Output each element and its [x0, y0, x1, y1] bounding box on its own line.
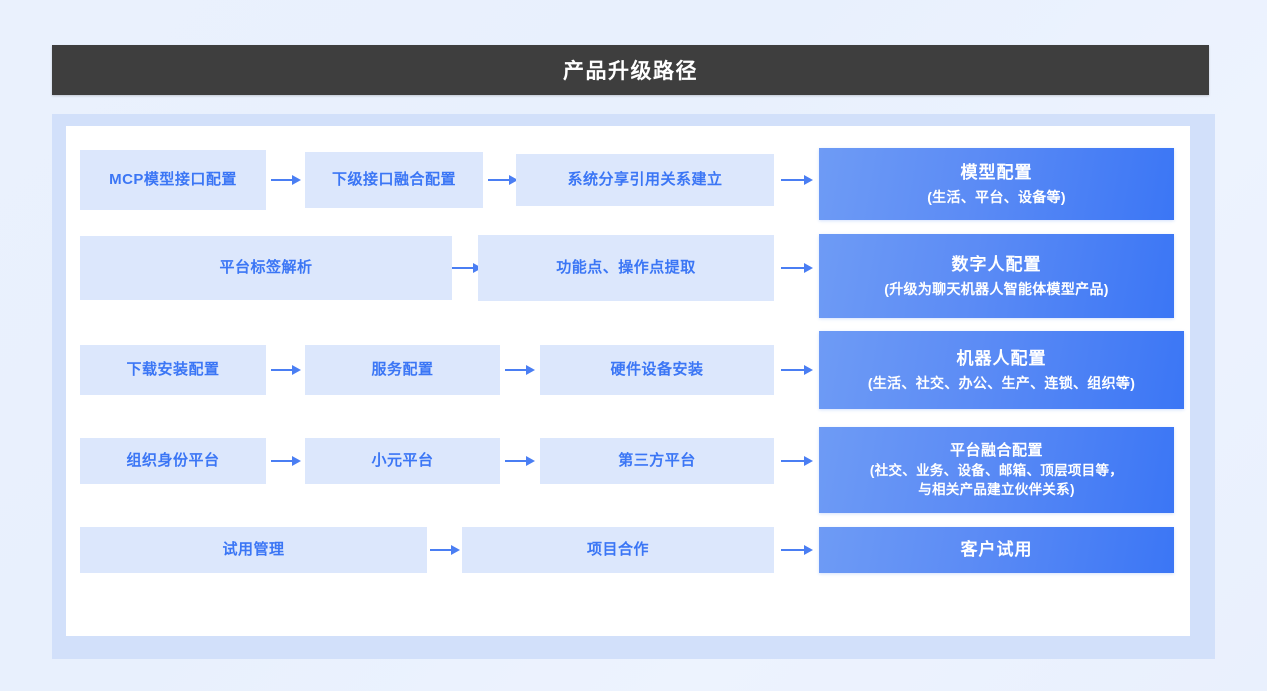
arrow-r3-2: [505, 364, 535, 376]
page-title: 产品升级路径: [563, 60, 698, 83]
step-box-xiaoyuan-platform[interactable]: 小元平台: [305, 438, 500, 484]
arrow-head-icon: [804, 263, 813, 273]
step-box-hardware-device-install[interactable]: 硬件设备安装: [540, 345, 774, 395]
arrow-shaft: [781, 179, 805, 181]
arrow-r1-3: [781, 174, 813, 186]
step-box-platform-tag-parsing[interactable]: 平台标签解析: [80, 236, 452, 300]
step-label: 组织身份平台: [126, 452, 220, 470]
arrow-head-icon: [292, 365, 301, 375]
arrow-head-icon: [451, 545, 460, 555]
arrow-shaft: [271, 179, 293, 181]
result-title: 平台融合配置: [949, 442, 1043, 460]
arrow-shaft: [271, 369, 293, 371]
step-box-project-cooperation[interactable]: 项目合作: [462, 527, 774, 573]
arrow-shaft: [505, 460, 527, 462]
arrow-head-icon: [292, 456, 301, 466]
arrow-head-icon: [804, 456, 813, 466]
step-label: 平台标签解析: [219, 259, 313, 277]
slide-title-bar: 产品升级路径: [52, 45, 1209, 95]
arrow-shaft: [505, 369, 527, 371]
arrow-head-icon: [804, 365, 813, 375]
step-box-third-party-platform[interactable]: 第三方平台: [540, 438, 774, 484]
result-subtitle: (升级为聊天机器人智能体模型产品): [884, 280, 1109, 297]
step-label: MCP模型接口配置: [109, 171, 237, 189]
arrow-r4-3: [781, 455, 813, 467]
arrow-r5-2: [781, 544, 813, 556]
arrow-r1-1: [271, 174, 301, 186]
step-box-trial-management[interactable]: 试用管理: [80, 527, 427, 573]
step-box-mcp-model-interface-config[interactable]: MCP模型接口配置: [80, 150, 266, 210]
arrow-r4-1: [271, 455, 301, 467]
arrow-head-icon: [509, 175, 518, 185]
step-label: 功能点、操作点提取: [556, 259, 696, 277]
result-box-digital-human-config[interactable]: 数字人配置 (升级为聊天机器人智能体模型产品): [819, 234, 1174, 318]
arrow-shaft: [781, 369, 805, 371]
result-box-model-config[interactable]: 模型配置 (生活、平台、设备等): [819, 148, 1174, 220]
result-title: 机器人配置: [956, 348, 1047, 368]
step-label: 服务配置: [371, 361, 434, 379]
arrow-r5-1: [430, 544, 460, 556]
arrow-head-icon: [804, 175, 813, 185]
result-box-platform-fusion-config[interactable]: 平台融合配置 (社交、业务、设备、邮箱、顶层项目等， 与相关产品建立伙伴关系): [819, 427, 1174, 513]
step-label: 项目合作: [586, 541, 649, 559]
result-subtitle-line2: 与相关产品建立伙伴关系): [918, 481, 1075, 497]
arrow-shaft: [452, 267, 474, 269]
arrow-r3-1: [271, 364, 301, 376]
step-box-org-identity-platform[interactable]: 组织身份平台: [80, 438, 266, 484]
step-label: 试用管理: [222, 541, 285, 559]
arrow-r2-1: [452, 262, 482, 274]
arrow-shaft: [430, 549, 452, 551]
step-box-service-config[interactable]: 服务配置: [305, 345, 500, 395]
step-label: 系统分享引用关系建立: [567, 171, 723, 189]
arrow-head-icon: [526, 365, 535, 375]
step-label: 第三方平台: [618, 452, 696, 470]
step-label: 硬件设备安装: [610, 361, 704, 379]
arrow-shaft: [781, 460, 805, 462]
step-label: 下载安装配置: [126, 361, 220, 379]
result-subtitle: (生活、平台、设备等): [927, 188, 1066, 205]
step-label: 小元平台: [371, 452, 434, 470]
step-box-sub-interface-fusion-config[interactable]: 下级接口融合配置: [305, 152, 483, 208]
step-box-system-share-reference-setup[interactable]: 系统分享引用关系建立: [516, 154, 774, 206]
arrow-shaft: [271, 460, 293, 462]
result-box-customer-trial[interactable]: 客户试用: [819, 527, 1174, 573]
result-subtitle: (生活、社交、办公、生产、连锁、组织等): [867, 374, 1136, 391]
result-box-robot-config[interactable]: 机器人配置 (生活、社交、办公、生产、连锁、组织等): [819, 331, 1184, 409]
arrow-r1-2: [488, 174, 518, 186]
arrow-shaft: [488, 179, 510, 181]
step-box-download-install-config[interactable]: 下载安装配置: [80, 345, 266, 395]
result-subtitle: (社交、业务、设备、邮箱、顶层项目等，: [869, 463, 1124, 479]
result-title: 客户试用: [960, 539, 1033, 559]
step-box-function-operation-point-extract[interactable]: 功能点、操作点提取: [478, 235, 774, 301]
arrow-r4-2: [505, 455, 535, 467]
step-label: 下级接口融合配置: [331, 171, 456, 189]
arrow-shaft: [781, 549, 805, 551]
result-title: 模型配置: [960, 162, 1033, 182]
arrow-head-icon: [473, 263, 482, 273]
arrow-r3-3: [781, 364, 813, 376]
arrow-head-icon: [804, 545, 813, 555]
arrow-head-icon: [292, 175, 301, 185]
result-title: 数字人配置: [951, 254, 1042, 274]
arrow-r2-2: [781, 262, 813, 274]
arrow-head-icon: [526, 456, 535, 466]
arrow-shaft: [781, 267, 805, 269]
